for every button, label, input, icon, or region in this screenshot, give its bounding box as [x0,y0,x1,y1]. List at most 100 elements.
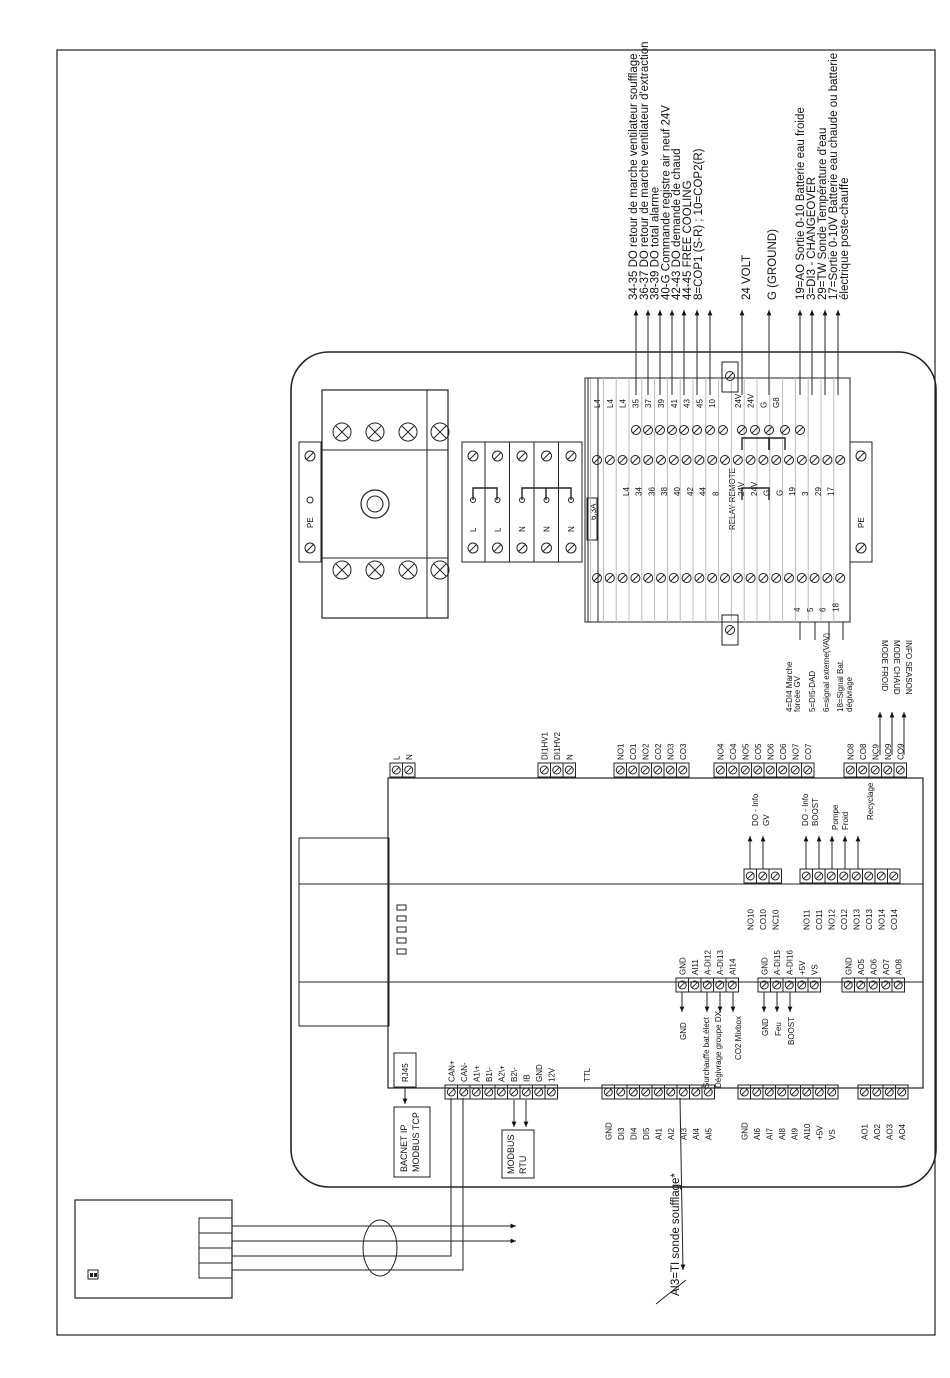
annotation-mode: MODE FROID [880,640,889,691]
screw-icon [835,455,846,465]
annotation-output: 42-43 DO demande de chaud [671,148,683,300]
annotation-input: 18=Signal Bat. [836,660,845,712]
screw-icon [851,871,861,881]
screw-icon [692,425,702,435]
pin-label: NO4 [716,743,725,760]
pin-label: NO11 [802,909,811,930]
annotation-water: 17=Sortie 0-10V Batterie eau chaude ou b… [828,53,840,300]
screw-icon [827,1087,837,1097]
screw-icon [681,573,692,583]
pin-label: GND [678,957,687,975]
status-leds [396,904,407,955]
screw-icon [391,765,401,775]
screw-icon [655,425,665,435]
pin-label: L [392,755,401,760]
terminal-screw-icon [332,560,352,580]
screw-icon [835,573,846,583]
pin-label: NO6 [766,743,775,760]
pin-label: CO8 [859,743,868,760]
label-ground: G (GROUND) [767,229,779,300]
input-caption: CO2 Mixbox [734,1016,743,1060]
sensor-label: AI3=TI sonde soufflage* [670,1173,682,1296]
terminal-label: 41 [670,399,679,408]
screw-icon [546,1087,556,1097]
pin-label: DI5 [642,1127,651,1140]
input-caption: BOOST [787,1017,796,1045]
label-24v: 24 VOLT [741,255,753,300]
pin-label: NO9 [884,743,893,760]
screw-icon [718,425,728,435]
relay-caption: Pompe [831,804,840,830]
pin-label: NC10 [771,909,780,930]
screw-icon [845,765,855,775]
screw-icon [643,455,654,465]
terminal-label: 3 [801,491,810,496]
terminal-label: L4 [606,399,615,408]
relay-caption: Recyclage [866,782,875,820]
screw-icon [496,1087,506,1097]
pin-label: N [405,754,414,760]
led-icon [396,926,407,933]
screw-icon [745,871,755,881]
pin-label: NO10 [746,909,755,930]
screw-icon [752,1087,762,1097]
pin-label: NO2 [641,743,650,760]
pin-label: +5V [798,960,807,975]
modbus-box: MODBUS RTU [501,1129,535,1179]
pin-label: CO11 [815,909,824,930]
screw-icon [814,1087,824,1097]
annotation-output: 8=COP1 (S-R) ; 10=COP2(R) [693,148,705,300]
screw-icon [737,425,747,435]
pin-label: NO8 [846,743,855,760]
terminal-screw-icon [398,560,418,580]
screw-icon [715,765,725,775]
annotation-input: 6=signal externe(VAV) [822,633,831,712]
terminal-label: 4 [793,607,802,612]
screw-icon [492,542,503,554]
screw-icon [467,450,479,462]
pin-label: NO5 [741,743,750,760]
annotation-input: 4=DI4 Marche [785,661,794,712]
pin-label: NO1 [616,743,625,760]
pin-label: DI1HV2 [553,731,562,760]
screw-icon [592,573,602,583]
screw-icon [617,573,628,583]
screw-icon [732,573,743,583]
screw-icon [640,765,650,775]
screw-icon [681,455,692,465]
screw-icon [678,765,688,775]
annotation-24v: 24 VOLT [741,255,753,300]
screw-icon [856,980,866,990]
pin-label: NO7 [791,743,800,760]
relay-caption: BOOST [811,798,820,826]
screw-icon [564,765,574,775]
annotation-water: 29=TW Sonde Température d'eau [817,128,829,300]
screw-icon [604,573,615,583]
terminal-label: 19 [788,487,797,496]
pin-label: CO14 [890,909,899,930]
screw-icon [859,1087,869,1097]
screw-icon [656,573,666,583]
pe-label-left: PE [306,517,315,528]
pe-label-right: PE [857,517,866,528]
screw-icon [780,425,790,435]
enclosure [290,351,937,1188]
annotation-output: 44-45 FREE COOLING [682,180,694,300]
annotation-output: 38-39 DO total alarme [650,187,662,300]
screw-icon [653,765,663,775]
pin-label: CAN- [460,1062,469,1082]
pin-label: VS [810,964,819,975]
input-caption: GND [761,1018,770,1036]
screw-icon [872,1087,882,1097]
screw-icon [565,450,577,462]
screw-icon [784,573,794,583]
svg-text:RTU: RTU [518,1156,528,1174]
screw-icon [732,455,743,465]
svg-text:MODBUS: MODBUS [506,1134,516,1174]
fuse-label: 6,3A [589,503,598,520]
screw-icon [796,455,807,465]
